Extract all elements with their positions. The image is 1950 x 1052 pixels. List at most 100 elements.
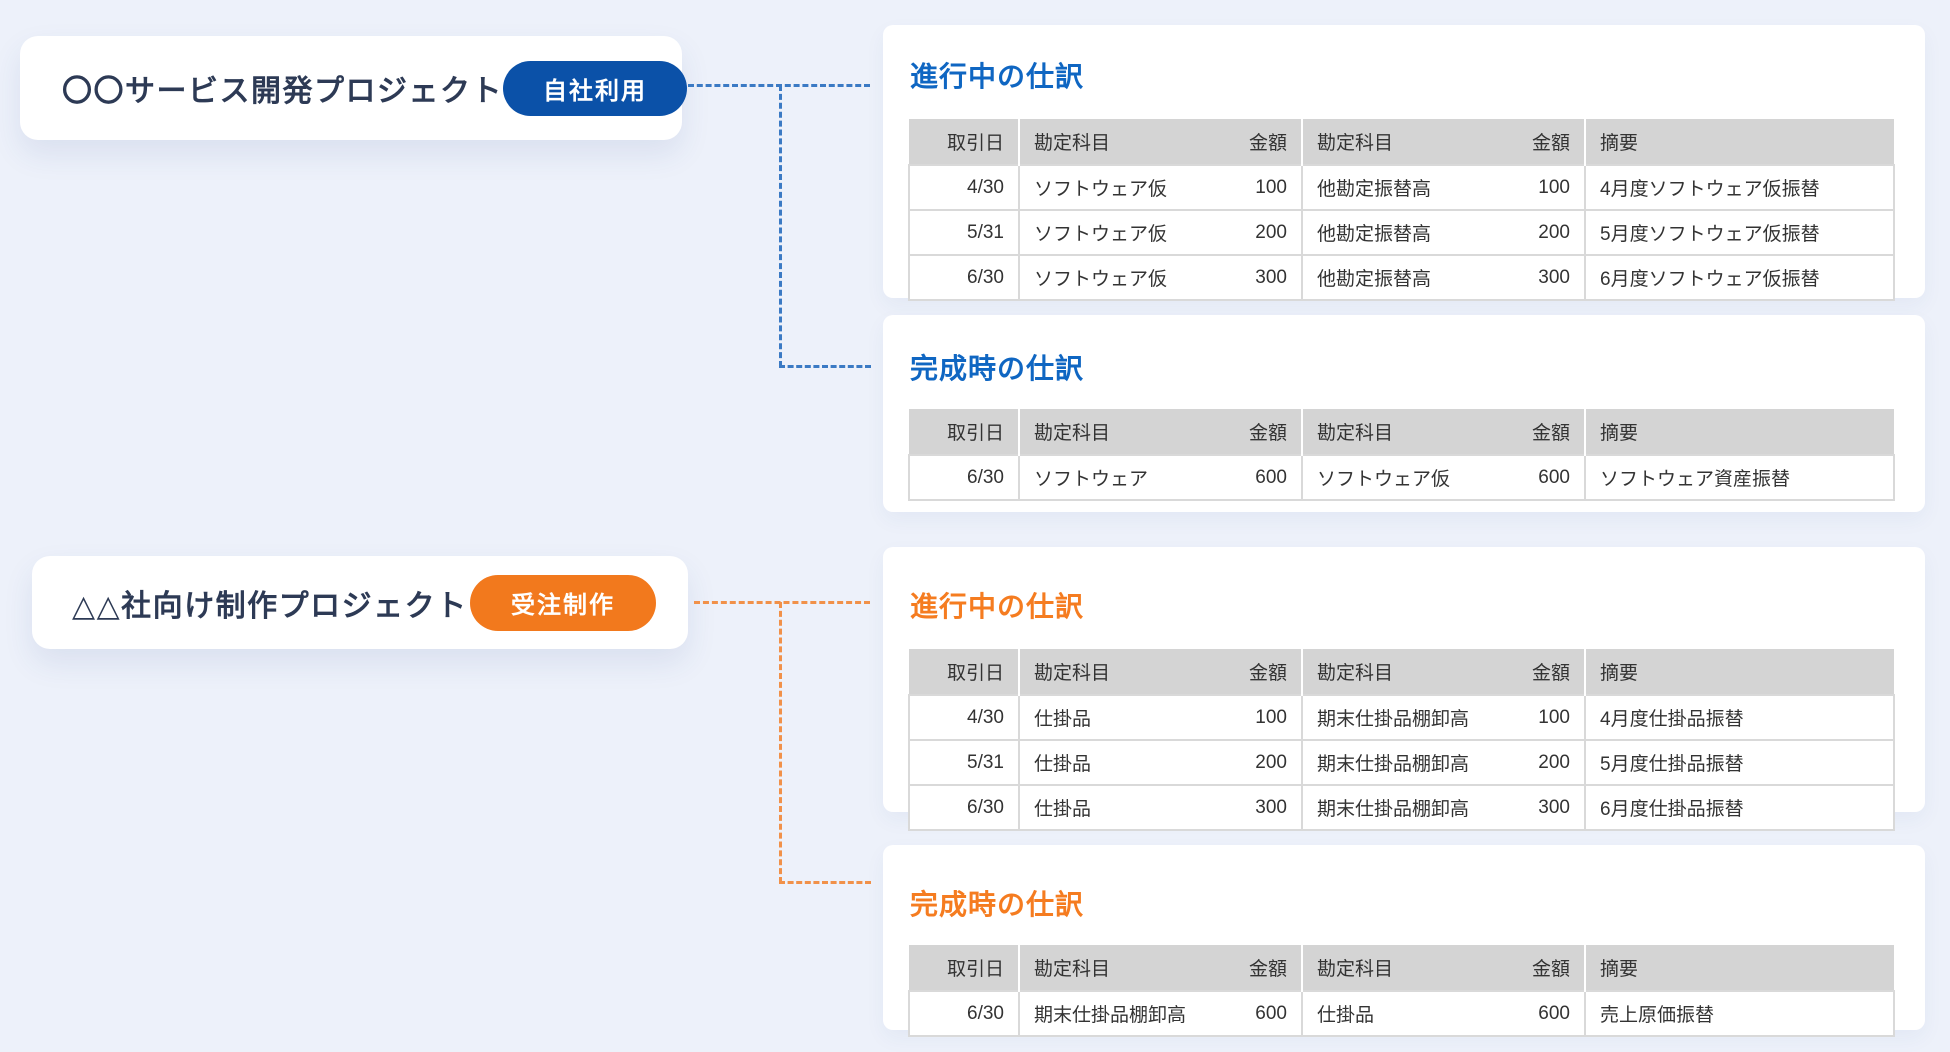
- cell-credit-account: 他勘定振替高: [1302, 164, 1488, 211]
- cell-credit-account: 他勘定振替高: [1302, 209, 1488, 256]
- cell-credit-amount: 600: [1488, 990, 1586, 1037]
- section-heading: 完成時の仕訳: [910, 889, 1085, 920]
- journal-table: 取引日 勘定科目 金額 勘定科目 金額 摘要 4/30 ソフトウェア仮 100 …: [908, 119, 1895, 301]
- table-row: 4/30 ソフトウェア仮 100 他勘定振替高 100 4月度ソフトウェア仮振替: [908, 164, 1895, 211]
- journal-panel-inhouse-completion: 完成時の仕訳 取引日 勘定科目 金額 勘定科目 金額 摘要 6/30 ソフトウェ…: [883, 315, 1925, 512]
- column-header-credit-account: 勘定科目: [1302, 649, 1488, 695]
- table-row: 6/30 仕掛品 300 期末仕掛品棚卸高 300 6月度仕掛品振替: [908, 784, 1895, 831]
- connector-line-contract-bottom: [779, 881, 871, 884]
- connector-line-inhouse-drop: [779, 85, 782, 367]
- journal-panel-contract-completion: 完成時の仕訳 取引日 勘定科目 金額 勘定科目 金額 摘要 6/30 期末仕掛品…: [883, 845, 1925, 1037]
- column-header-debit-amount: 金額: [1205, 409, 1303, 455]
- connector-line-contract-drop: [779, 602, 782, 883]
- cell-date: 6/30: [908, 784, 1020, 831]
- contract-badge: 受注制作: [470, 574, 656, 631]
- column-header-credit-amount: 金額: [1488, 649, 1586, 695]
- column-header-credit-amount: 金額: [1488, 409, 1586, 455]
- column-header-date: 取引日: [909, 119, 1020, 165]
- project-card-inhouse: 〇〇サービス開発プロジェクト 自社利用: [20, 36, 687, 140]
- section-heading: 完成時の仕訳: [910, 353, 1085, 384]
- cell-debit-amount: 100: [1205, 694, 1303, 741]
- table-header-row: 取引日 勘定科目 金額 勘定科目 金額 摘要: [909, 649, 1894, 695]
- cell-credit-amount: 300: [1488, 254, 1586, 301]
- table-row: 6/30 期末仕掛品棚卸高 600 仕掛品 600 売上原価振替: [908, 990, 1895, 1037]
- cell-debit-account: 期末仕掛品棚卸高: [1019, 990, 1205, 1037]
- cell-debit-account: 仕掛品: [1019, 694, 1205, 741]
- table-header-row: 取引日 勘定科目 金額 勘定科目 金額 摘要: [909, 945, 1894, 991]
- cell-debit-account: ソフトウェア仮: [1019, 209, 1205, 256]
- column-header-debit-amount: 金額: [1205, 119, 1303, 165]
- column-header-date: 取引日: [909, 945, 1020, 991]
- table-row: 6/30 ソフトウェア仮 300 他勘定振替高 300 6月度ソフトウェア仮振替: [908, 254, 1895, 301]
- table-row: 5/31 仕掛品 200 期末仕掛品棚卸高 200 5月度仕掛品振替: [908, 739, 1895, 786]
- connector-line-inhouse-bottom: [779, 365, 871, 368]
- cell-debit-amount: 100: [1205, 164, 1303, 211]
- journal-table: 取引日 勘定科目 金額 勘定科目 金額 摘要 6/30 期末仕掛品棚卸高 600…: [908, 945, 1895, 1037]
- column-header-date: 取引日: [909, 409, 1020, 455]
- column-header-debit-amount: 金額: [1205, 649, 1303, 695]
- cell-summary: 4月度ソフトウェア仮振替: [1585, 164, 1895, 211]
- cell-debit-amount: 300: [1205, 254, 1303, 301]
- column-header-credit-account: 勘定科目: [1302, 409, 1488, 455]
- table-row: 4/30 仕掛品 100 期末仕掛品棚卸高 100 4月度仕掛品振替: [908, 694, 1895, 741]
- cell-credit-account: 期末仕掛品棚卸高: [1302, 694, 1488, 741]
- section-heading: 進行中の仕訳: [910, 591, 1085, 622]
- project-card-contract: △△社向け制作プロジェクト 受注制作: [32, 556, 688, 649]
- table-header-row: 取引日 勘定科目 金額 勘定科目 金額 摘要: [909, 119, 1894, 165]
- cell-date: 4/30: [908, 164, 1020, 211]
- journal-panel-contract-inprogress: 進行中の仕訳 取引日 勘定科目 金額 勘定科目 金額 摘要 4/30 仕掛品 1…: [883, 547, 1925, 831]
- cell-date: 6/30: [908, 454, 1020, 501]
- cell-credit-account: 期末仕掛品棚卸高: [1302, 739, 1488, 786]
- column-header-credit-amount: 金額: [1488, 119, 1586, 165]
- column-header-debit-amount: 金額: [1205, 945, 1303, 991]
- cell-debit-amount: 200: [1205, 739, 1303, 786]
- column-header-summary: 摘要: [1585, 409, 1894, 455]
- table-header-row: 取引日 勘定科目 金額 勘定科目 金額 摘要: [909, 409, 1894, 455]
- column-header-debit-account: 勘定科目: [1019, 119, 1205, 165]
- cell-credit-account: 期末仕掛品棚卸高: [1302, 784, 1488, 831]
- cell-credit-amount: 100: [1488, 164, 1586, 211]
- column-header-debit-account: 勘定科目: [1019, 649, 1205, 695]
- cell-debit-account: ソフトウェア仮: [1019, 254, 1205, 301]
- cell-summary: 5月度ソフトウェア仮振替: [1585, 209, 1895, 256]
- cell-credit-amount: 300: [1488, 784, 1586, 831]
- column-header-debit-account: 勘定科目: [1019, 945, 1205, 991]
- inhouse-badge: 自社利用: [503, 60, 687, 116]
- table-row: 6/30 ソフトウェア 600 ソフトウェア仮 600 ソフトウェア資産振替: [908, 454, 1895, 501]
- project-title: 〇〇サービス開発プロジェクト: [62, 75, 503, 108]
- cell-debit-account: 仕掛品: [1019, 784, 1205, 831]
- cell-summary: 6月度仕掛品振替: [1585, 784, 1895, 831]
- cell-debit-account: ソフトウェア仮: [1019, 164, 1205, 211]
- journal-table: 取引日 勘定科目 金額 勘定科目 金額 摘要 4/30 仕掛品 100 期末仕掛…: [908, 649, 1895, 831]
- column-header-credit-account: 勘定科目: [1302, 119, 1488, 165]
- cell-debit-amount: 600: [1205, 990, 1303, 1037]
- cell-debit-account: ソフトウェア: [1019, 454, 1205, 501]
- cell-date: 5/31: [908, 209, 1020, 256]
- table-row: 5/31 ソフトウェア仮 200 他勘定振替高 200 5月度ソフトウェア仮振替: [908, 209, 1895, 256]
- cell-debit-amount: 300: [1205, 784, 1303, 831]
- column-header-credit-account: 勘定科目: [1302, 945, 1488, 991]
- journal-panel-inhouse-inprogress: 進行中の仕訳 取引日 勘定科目 金額 勘定科目 金額 摘要 4/30 ソフトウェ…: [883, 25, 1925, 301]
- column-header-summary: 摘要: [1585, 945, 1894, 991]
- cell-summary: 6月度ソフトウェア仮振替: [1585, 254, 1895, 301]
- cell-date: 6/30: [908, 990, 1020, 1037]
- column-header-date: 取引日: [909, 649, 1020, 695]
- cell-summary: ソフトウェア資産振替: [1585, 454, 1895, 501]
- cell-credit-amount: 600: [1488, 454, 1586, 501]
- column-header-credit-amount: 金額: [1488, 945, 1586, 991]
- cell-credit-amount: 200: [1488, 739, 1586, 786]
- column-header-summary: 摘要: [1585, 119, 1894, 165]
- cell-debit-account: 仕掛品: [1019, 739, 1205, 786]
- journal-table: 取引日 勘定科目 金額 勘定科目 金額 摘要 6/30 ソフトウェア 600 ソ…: [908, 409, 1895, 501]
- cell-credit-account: ソフトウェア仮: [1302, 454, 1488, 501]
- connector-line-contract-top: [694, 601, 870, 604]
- cell-date: 5/31: [908, 739, 1020, 786]
- cell-credit-account: 仕掛品: [1302, 990, 1488, 1037]
- cell-summary: 売上原価振替: [1585, 990, 1895, 1037]
- cell-debit-amount: 200: [1205, 209, 1303, 256]
- cell-credit-amount: 200: [1488, 209, 1586, 256]
- cell-date: 4/30: [908, 694, 1020, 741]
- column-header-summary: 摘要: [1585, 649, 1894, 695]
- cell-credit-amount: 100: [1488, 694, 1586, 741]
